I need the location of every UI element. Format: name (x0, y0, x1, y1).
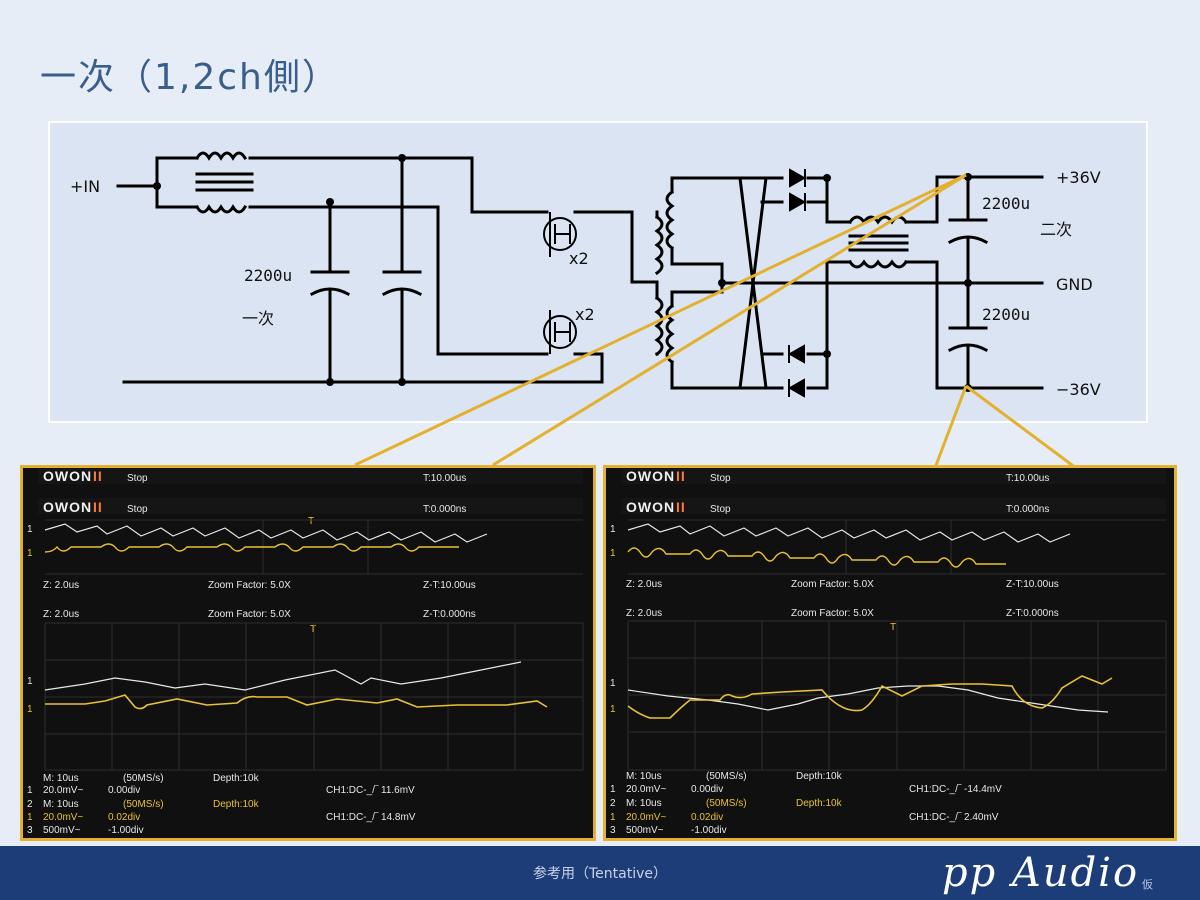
scope-brand-mark: II (93, 499, 103, 515)
scope-top-brand: OWON (626, 468, 675, 484)
footer-bar: 参考用（Tentative） pp Audio 仮 (0, 846, 1200, 900)
zoom-factor-2: Zoom Factor: 5.0X (208, 609, 291, 620)
ghost-rate: (50MS/s) (123, 773, 164, 784)
zoom-trigger-marker: T (310, 624, 316, 635)
ch-number-2: 2 (27, 799, 33, 810)
page-title: 一次（1,2ch側） (40, 57, 340, 98)
output-ground-label: GND (1056, 275, 1093, 294)
primary-cap-value: 2200u (244, 266, 292, 285)
bottom-trigger: CH1:DC-_/‾ 14.8mV (326, 811, 416, 823)
scope-top-brand-mark: II (676, 468, 686, 484)
bottom-ch2-volts: 500mV~ (43, 825, 81, 836)
ch-number-4: 3 (27, 825, 33, 836)
zoom-ch1-marker-upper: 1 (610, 678, 616, 689)
ch-number-4: 3 (610, 825, 616, 836)
bottom-ch1-volts: 20.0mV~ (626, 812, 666, 823)
bottom-rate: (50MS/s) (706, 798, 747, 809)
secondary-cap-top-value: 2200u (982, 194, 1030, 213)
bottom-ch2-offset: -1.00div (691, 825, 727, 836)
oscilloscope-left: OWON II Stop T:10.00us OWON II Stop T:0.… (20, 465, 596, 841)
ghost-timebase: M: 10us (626, 771, 662, 782)
bottom-trigger: CH1:DC-_/‾ 2.40mV (909, 811, 999, 823)
zoom-zt-1: Z-T:10.00us (423, 580, 476, 591)
ghost-depth: Depth:10k (213, 773, 260, 784)
brand-subscript: 仮 (1142, 878, 1153, 891)
scope-ch1-marker-upper: 1 (610, 524, 616, 535)
scope-brand-mark: II (676, 499, 686, 515)
bottom-depth: Depth:10k (796, 798, 843, 809)
ch-number-1: 1 (610, 784, 616, 795)
scope-brand: OWON (43, 499, 92, 515)
zoom-factor-1: Zoom Factor: 5.0X (208, 580, 291, 591)
ghost-ch1-offset: 0.00div (108, 785, 140, 796)
scope-ch1-marker-upper: 1 (27, 524, 33, 535)
bottom-ch1-offset: 0.02div (108, 812, 140, 823)
secondary-cap-bottom-value: 2200u (982, 305, 1030, 324)
footer-note: 参考用（Tentative） (532, 866, 667, 882)
zoom-z-1: Z: 2.0us (43, 580, 79, 591)
mosfet-bottom-multiplier: x2 (575, 305, 595, 324)
zoom-z-2: Z: 2.0us (626, 608, 662, 619)
scope-time: T:0.000ns (423, 504, 466, 515)
scope-brand: OWON (626, 499, 675, 515)
ghost-rate: (50MS/s) (706, 771, 747, 782)
scope-time: T:0.000ns (1006, 504, 1049, 515)
bottom-ch1-offset: 0.02div (691, 812, 723, 823)
scope-ch1-marker-lower: 1 (610, 548, 616, 559)
zoom-z-2: Z: 2.0us (43, 609, 79, 620)
scope-state: Stop (127, 504, 148, 515)
bottom-rate: (50MS/s) (123, 799, 164, 810)
output-negative-label: −36V (1056, 380, 1101, 399)
input-label: +IN (70, 177, 100, 196)
zoom-factor-2: Zoom Factor: 5.0X (791, 608, 874, 619)
ch-number-2: 2 (610, 798, 616, 809)
ch-number-3: 1 (27, 812, 33, 823)
oscilloscope-right: OWON II Stop T:10.00us OWON II Stop T:0.… (603, 465, 1177, 841)
ch-number-1: 1 (27, 785, 33, 796)
brand-logo: pp Audio (942, 850, 1140, 896)
zoom-z-1: Z: 2.0us (626, 579, 662, 590)
bottom-depth: Depth:10k (213, 799, 260, 810)
ghost-timebase: M: 10us (43, 773, 79, 784)
ghost-ch1-offset: 0.00div (691, 784, 723, 795)
ghost-trigger: CH1:DC-_/‾ -14.4mV (909, 783, 1002, 795)
scope-left-screen: OWON II Stop T:10.00us OWON II Stop T:0.… (23, 468, 593, 838)
zoom-ch1-marker-upper: 1 (27, 676, 33, 687)
scope-top-brand-mark: II (93, 468, 103, 484)
scope-ch1-marker-lower: 1 (27, 548, 33, 559)
secondary-tag: 二次 (1040, 220, 1072, 239)
scope-top-time: T:10.00us (423, 473, 466, 484)
bottom-ch2-volts: 500mV~ (626, 825, 664, 836)
ghost-ch1-volts: 20.0mV~ (43, 785, 83, 796)
bottom-ch1-volts: 20.0mV~ (43, 812, 83, 823)
scope-right-screen: OWON II Stop T:10.00us OWON II Stop T:0.… (606, 468, 1174, 838)
scope-top-time: T:10.00us (1006, 473, 1049, 484)
ghost-trigger: CH1:DC-_/‾ 11.6mV (326, 784, 415, 796)
output-positive-label: +36V (1056, 168, 1101, 187)
ghost-depth: Depth:10k (796, 771, 843, 782)
bottom-timebase: M: 10us (626, 798, 662, 809)
zoom-ch1-marker-lower: 1 (27, 704, 33, 715)
zoom-ch1-marker-lower: 1 (610, 704, 616, 715)
zoom-zt-2: Z-T:0.000ns (1006, 608, 1059, 619)
schematic-drawing: +IN 2200u 一次 x2 x2 2200u 2200u 二次 +36V G… (70, 151, 1101, 399)
scope-state: Stop (710, 504, 731, 515)
bottom-timebase: M: 10us (43, 799, 79, 810)
zoom-zt-1: Z-T:10.00us (1006, 579, 1059, 590)
power-supply-schematic: +IN 2200u 一次 x2 x2 2200u 2200u 二次 +36V G… (48, 121, 1148, 423)
zoom-factor-1: Zoom Factor: 5.0X (791, 579, 874, 590)
bottom-ch2-offset: -1.00div (108, 825, 144, 836)
scope-top-state: Stop (127, 473, 148, 484)
mosfet-top-multiplier: x2 (569, 249, 589, 268)
primary-cap-tag: 一次 (242, 309, 274, 328)
ghost-ch1-volts: 20.0mV~ (626, 784, 666, 795)
scope-trigger-marker: T (308, 516, 314, 527)
zoom-trigger-marker: T (890, 622, 896, 633)
zoom-zt-2: Z-T:0.000ns (423, 609, 476, 620)
ch-number-3: 1 (610, 812, 616, 823)
scope-top-brand: OWON (43, 468, 92, 484)
scope-top-state: Stop (710, 473, 731, 484)
